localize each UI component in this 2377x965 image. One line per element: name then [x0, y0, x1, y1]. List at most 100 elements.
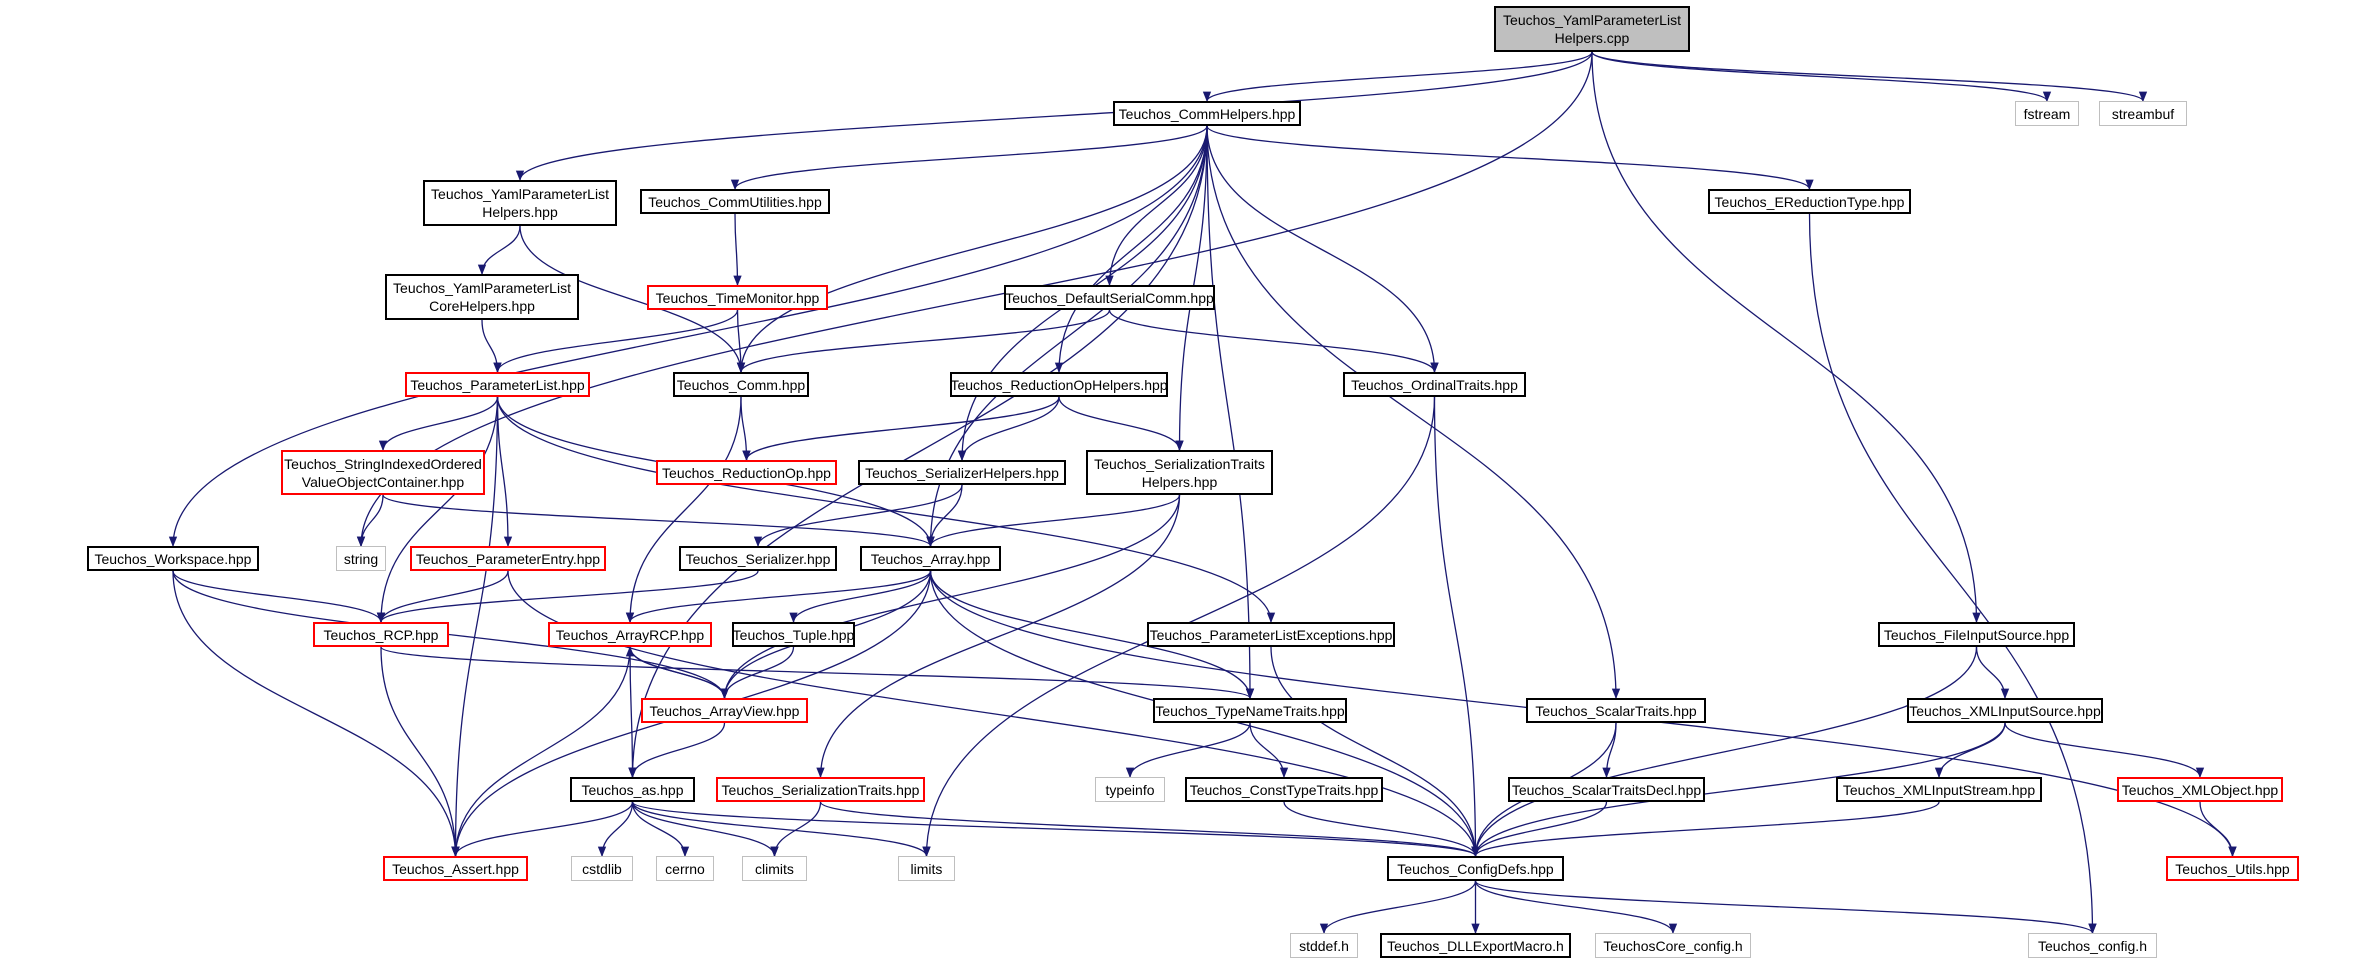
edge-workspace-to-rcp [172, 570, 386, 624]
node-label-line: Teuchos_ReductionOpHelpers.hpp [950, 376, 1168, 393]
node-workspace[interactable]: Teuchos_Workspace.hpp [87, 546, 259, 571]
node-yamlcore[interactable]: Teuchos_YamlParameterList CoreHelpers.hp… [385, 274, 579, 320]
node-paramentry[interactable]: Teuchos_ParameterEntry.hpp [410, 546, 606, 571]
node-label-line: Teuchos_ConstTypeTraits.hpp [1189, 781, 1379, 798]
edge-configdefs-to-config [1474, 880, 2097, 935]
node-config[interactable]: Teuchos_config.h [2028, 933, 2157, 958]
node-tuple[interactable]: Teuchos_Tuple.hpp [732, 622, 855, 647]
node-sertraitshelp[interactable]: Teuchos_SerializationTraits Helpers.hpp [1086, 450, 1273, 495]
node-coreconfig[interactable]: TeuchosCore_config.h [1595, 933, 1751, 958]
edge-as-to-cerrno [631, 801, 690, 858]
node-arrayview[interactable]: Teuchos_ArrayView.hpp [641, 698, 808, 723]
node-as[interactable]: Teuchos_as.hpp [570, 777, 695, 802]
node-label-line: Teuchos_SerializerHelpers.hpp [865, 464, 1059, 481]
node-limits[interactable]: limits [898, 856, 955, 881]
node-commhelpers[interactable]: Teuchos_CommHelpers.hpp [1113, 101, 1301, 126]
edge-array-to-arrayrcp [625, 570, 932, 624]
node-label-line: cerrno [665, 860, 705, 877]
node-label-line: Teuchos_ParameterEntry.hpp [415, 550, 601, 567]
node-cstdlib[interactable]: cstdlib [571, 856, 633, 881]
node-utils[interactable]: Teuchos_Utils.hpp [2166, 856, 2299, 881]
node-label-line: Teuchos_ArrayRCP.hpp [555, 626, 705, 643]
node-streambuf[interactable]: streambuf [2099, 101, 2187, 126]
node-label-line: Teuchos_Serializer.hpp [685, 550, 831, 567]
edge-paramlist-to-plexceptions [496, 396, 1276, 624]
edge-xmlinput-to-configdefs [1471, 722, 2006, 858]
node-label-line: typeinfo [1105, 781, 1155, 798]
node-ordinal[interactable]: Teuchos_OrdinalTraits.hpp [1343, 372, 1526, 397]
node-defserial[interactable]: Teuchos_DefaultSerialComm.hpp [1004, 285, 1215, 310]
node-paramlist[interactable]: Teuchos_ParameterList.hpp [405, 372, 590, 397]
edge-yamlhpp-to-yamlcore [477, 225, 521, 276]
edge-array-to-tuple [789, 570, 932, 624]
edge-xmlobject-to-utils [2199, 801, 2237, 858]
edge-configdefs-to-coreconfig [1474, 880, 1678, 935]
node-label-line: Teuchos_DefaultSerialComm.hpp [1005, 289, 1214, 306]
node-label-line: Teuchos_XMLObject.hpp [2121, 781, 2279, 798]
node-stddef[interactable]: stddef.h [1290, 933, 1358, 958]
node-stringidx[interactable]: Teuchos_StringIndexedOrdered ValueObject… [281, 450, 485, 495]
node-xmlinput[interactable]: Teuchos_XMLInputSource.hpp [1907, 698, 2103, 723]
node-scalardecl[interactable]: Teuchos_ScalarTraitsDecl.hpp [1508, 777, 1705, 802]
node-configdefs[interactable]: Teuchos_ConfigDefs.hpp [1387, 856, 1564, 881]
edge-typename-to-consttype [1249, 722, 1289, 779]
edge-arrayview-to-arrayrcp [625, 645, 726, 699]
node-label-line: Teuchos_SerializationTraits [1094, 455, 1265, 472]
edge-typename-to-typeinfo [1125, 722, 1251, 779]
edge-yamlcore-to-paramlist [481, 319, 502, 374]
node-scalartraits[interactable]: Teuchos_ScalarTraits.hpp [1526, 698, 1706, 723]
node-commutil[interactable]: Teuchos_CommUtilities.hpp [640, 189, 830, 214]
node-assert[interactable]: Teuchos_Assert.hpp [383, 856, 528, 881]
node-xmlobject[interactable]: Teuchos_XMLObject.hpp [2117, 777, 2283, 802]
node-label-line: Teuchos_RCP.hpp [323, 626, 439, 643]
node-climits[interactable]: climits [742, 856, 807, 881]
edge-xmlstream-to-configdefs [1471, 801, 1940, 858]
edge-defserial-to-ordinal [1108, 309, 1439, 374]
node-label-line: Teuchos_YamlParameterList [431, 186, 609, 202]
edge-stringidx-to-string [356, 494, 384, 548]
node-serializer[interactable]: Teuchos_Serializer.hpp [679, 546, 837, 571]
node-fileinput[interactable]: Teuchos_FileInputSource.hpp [1878, 622, 2075, 647]
node-root[interactable]: Teuchos_YamlParameterList Helpers.cpp [1494, 6, 1690, 52]
edge-root-to-commhelpers [1202, 51, 1593, 103]
node-serhelpers[interactable]: Teuchos_SerializerHelpers.hpp [858, 460, 1066, 485]
node-label-line: cstdlib [582, 860, 622, 877]
edge-xmlinput-to-xmlobject [2004, 722, 2205, 779]
edge-rcp-to-assert [380, 646, 460, 858]
node-label-line: Teuchos_XMLInputStream.hpp [1842, 781, 2036, 798]
node-rcp[interactable]: Teuchos_RCP.hpp [313, 622, 449, 647]
node-label-line: Teuchos_Workspace.hpp [94, 550, 252, 567]
node-label-line: Teuchos_ArrayView.hpp [649, 702, 800, 719]
node-reductionop[interactable]: Teuchos_ReductionOp.hpp [656, 460, 837, 485]
edge-tuple-to-arrayview [720, 646, 795, 700]
node-sertraits[interactable]: Teuchos_SerializationTraits.hpp [716, 777, 925, 802]
node-plexceptions[interactable]: Teuchos_ParameterListExceptions.hpp [1147, 622, 1395, 647]
node-label-line: ValueObjectContainer.hpp [301, 473, 465, 490]
node-comm[interactable]: Teuchos_Comm.hpp [673, 372, 809, 397]
edge-commhelpers-to-scalartraits [1206, 125, 1621, 700]
edge-scalardecl-to-configdefs [1471, 801, 1608, 858]
node-string[interactable]: string [336, 546, 386, 571]
node-fstream[interactable]: fstream [2015, 101, 2079, 126]
node-timemonitor[interactable]: Teuchos_TimeMonitor.hpp [647, 285, 828, 310]
node-dllexport[interactable]: Teuchos_DLLExportMacro.h [1380, 933, 1571, 958]
node-label-line: Teuchos_ParameterListExceptions.hpp [1149, 626, 1393, 643]
node-cerrno[interactable]: cerrno [656, 856, 714, 881]
edge-as-to-climits [631, 801, 779, 858]
node-ereduction[interactable]: Teuchos_EReductionType.hpp [1708, 189, 1911, 214]
node-consttype[interactable]: Teuchos_ConstTypeTraits.hpp [1185, 777, 1383, 802]
node-xmlstream[interactable]: Teuchos_XMLInputStream.hpp [1836, 777, 2042, 802]
node-typeinfo[interactable]: typeinfo [1095, 777, 1165, 802]
edge-ereduction-to-config [1808, 213, 2097, 935]
node-label-line: Teuchos_ConfigDefs.hpp [1397, 860, 1554, 877]
node-label-line: Teuchos_Tuple.hpp [732, 626, 855, 643]
edge-as-to-cstdlib [597, 801, 634, 858]
node-redophelpers[interactable]: Teuchos_ReductionOpHelpers.hpp [950, 372, 1168, 397]
node-label-line: Teuchos_FileInputSource.hpp [1883, 626, 2070, 643]
node-arrayrcp[interactable]: Teuchos_ArrayRCP.hpp [548, 622, 712, 647]
node-yamlhpp[interactable]: Teuchos_YamlParameterList Helpers.hpp [423, 180, 617, 226]
edge-paramentry-to-rcp [376, 570, 509, 624]
node-array[interactable]: Teuchos_Array.hpp [860, 546, 1001, 571]
node-typename[interactable]: Teuchos_TypeNameTraits.hpp [1153, 698, 1347, 723]
edge-as-to-limits [631, 801, 931, 858]
